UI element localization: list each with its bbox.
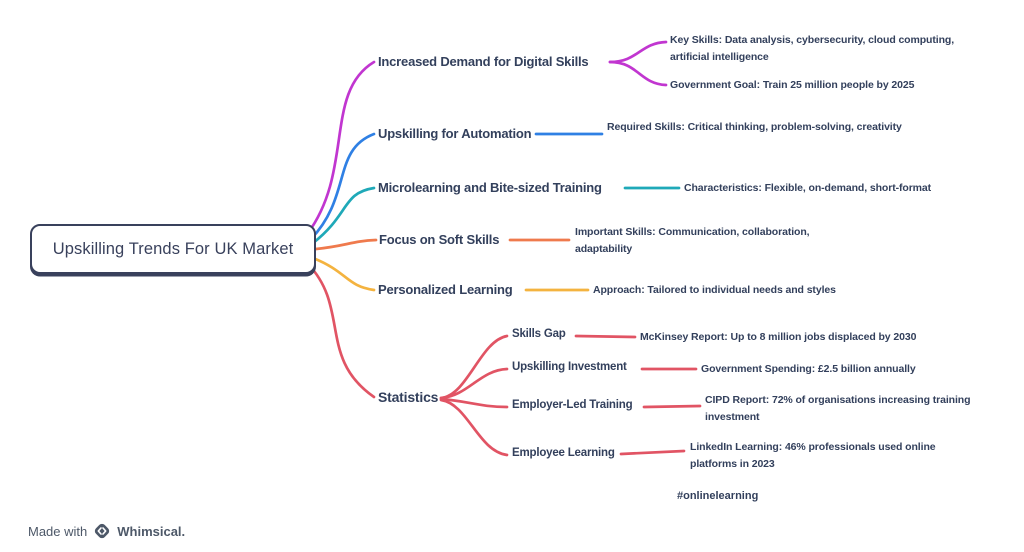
edge-stats-employer [439,397,509,409]
whimsical-logo-icon [92,521,112,541]
leaf-cipd[interactable]: CIPD Report: 72% of organisations increa… [705,394,971,423]
edge-root-personalized [311,256,376,292]
leaf-linkedin[interactable]: LinkedIn Learning: 46% professionals use… [690,441,936,470]
root-node[interactable]: Upskilling Trends For UK Market [30,224,316,274]
leaf-approach[interactable]: Approach: Tailored to individual needs a… [593,284,836,296]
made-with-label: Made with [28,523,88,539]
stat-child-investment[interactable]: Upskilling Investment [512,361,627,373]
root-node-label: Upskilling Trends For UK Market [52,239,294,258]
floating-note-onlinelearning[interactable]: #onlinelearning [677,490,759,502]
edge-stats-employee [439,398,509,457]
branch-automation[interactable]: Upskilling for Automation [378,126,532,141]
branch-microlearning[interactable]: Microlearning and Bite-sized Training [378,180,602,195]
stat-child-employer[interactable]: Employer-Led Training [512,399,633,411]
footer-made-with-whimsical[interactable]: Made with Whimsical. [28,521,185,541]
branch-statistics[interactable]: Statistics [378,389,439,405]
leaf-characteristics[interactable]: Characteristics: Flexible, on-demand, sh… [684,182,932,194]
edge-root-automation [309,132,376,241]
branch-soft-skills[interactable]: Focus on Soft Skills [379,232,500,247]
leaf-government-goal[interactable]: Government Goal: Train 25 million people… [670,79,915,91]
whimsical-brand-label: Whimsical. [117,523,186,539]
leaf-key-skills[interactable]: Key Skills: Data analysis, cybersecurity… [670,34,955,63]
branch-personalized[interactable]: Personalized Learning [378,282,513,297]
edge-digital-skills-leaf1 [608,40,668,64]
edge-employer-leaf [642,404,702,409]
edge-root-statistics [306,262,376,399]
edge-skills-gap-leaf [574,334,637,339]
edge-employee-leaf [619,449,686,456]
stat-child-skills-gap[interactable]: Skills Gap [512,328,566,340]
leaf-mckinsey[interactable]: McKinsey Report: Up to 8 million jobs di… [640,331,917,343]
leaf-gov-spending[interactable]: Government Spending: £2.5 billion annual… [701,363,916,375]
stat-child-employee[interactable]: Employee Learning [512,447,615,459]
leaf-important-skills[interactable]: Important Skills: Communication, collabo… [575,226,810,255]
edge-stats-investment [439,367,509,400]
leaf-required-skills[interactable]: Required Skills: Critical thinking, prob… [607,121,902,133]
edge-root-soft-skills [314,238,378,251]
edge-root-microlearning [311,186,376,245]
branch-digital-skills[interactable]: Increased Demand for Digital Skills [378,54,589,69]
edge-digital-skills-leaf2 [608,60,668,87]
edge-stats-skills-gap [439,334,509,400]
edge-root-digital-skills [306,60,376,235]
